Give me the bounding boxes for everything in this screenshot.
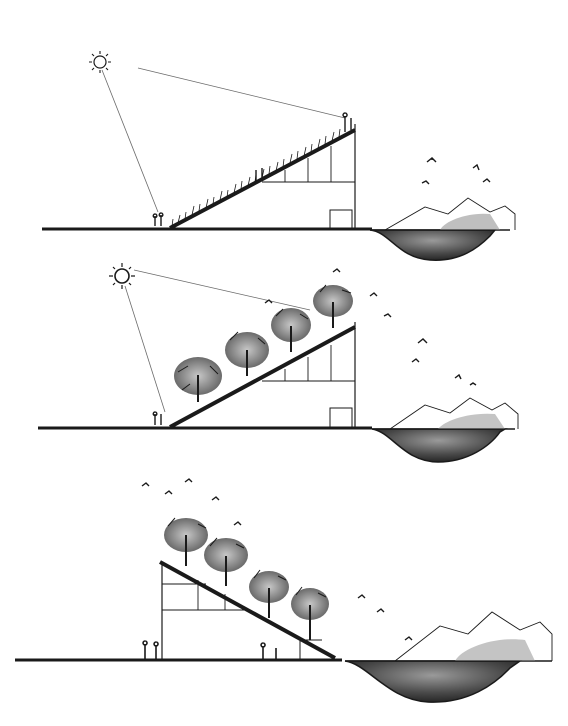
building-section <box>169 322 356 429</box>
mountain-shadow <box>455 639 535 661</box>
bird-icon <box>264 268 477 386</box>
bird-icon <box>141 478 413 641</box>
sun-ray-line <box>101 69 159 213</box>
mountain-icon <box>389 397 519 430</box>
water-body <box>369 229 497 261</box>
tree-icon <box>313 284 353 328</box>
grass-texture <box>171 128 341 227</box>
tree-icon <box>291 586 329 640</box>
bird-icon <box>421 157 491 185</box>
mountain-icon <box>384 197 516 231</box>
person-icon <box>152 112 352 226</box>
sun-ray-line <box>124 285 166 413</box>
panel-3 <box>15 478 553 703</box>
tree-icon <box>164 517 208 566</box>
panel-2 <box>38 263 519 463</box>
person-icon <box>142 640 277 659</box>
building-section <box>169 124 356 230</box>
tree-icon <box>271 308 311 352</box>
building-section <box>159 560 336 660</box>
sun-ray-line <box>133 269 311 311</box>
mountain-shadow <box>440 213 500 230</box>
tree-icon <box>174 357 222 402</box>
panel-1 <box>42 51 516 261</box>
sun-icon <box>109 263 135 289</box>
person-icon <box>152 411 162 425</box>
mountain-icon <box>394 611 553 662</box>
sun-ray-line <box>137 67 346 119</box>
mountain-shadow <box>438 413 505 429</box>
water-body <box>371 428 508 463</box>
tree-icon <box>249 569 289 618</box>
water-body <box>344 660 523 703</box>
tree-icon <box>204 537 248 586</box>
tree-icon <box>225 331 269 376</box>
sun-icon <box>89 51 111 73</box>
